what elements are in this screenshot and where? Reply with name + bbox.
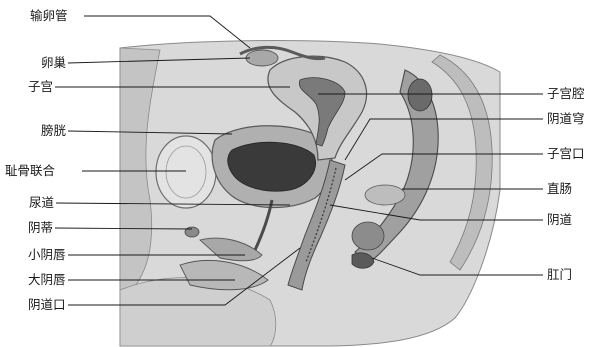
label-uterine-cavity: 子宫腔 [547, 86, 585, 101]
label-cervical-os: 子宫口 [547, 146, 585, 161]
label-fallopian-tube: 输卵管 [30, 8, 68, 23]
label-ovary: 卵巢 [41, 55, 67, 70]
label-vagina: 阴道 [547, 212, 573, 227]
anatomy-illustration [120, 41, 500, 346]
label-labia-minora: 小阴唇 [28, 247, 66, 262]
label-labia-majora: 大阴唇 [28, 272, 66, 287]
ovary-shape [246, 50, 278, 66]
pubic-symphysis-shape [156, 136, 216, 208]
label-clitoris: 阴蒂 [28, 220, 53, 235]
label-anus: 肛门 [547, 267, 572, 282]
label-uterus: 子宫 [28, 79, 53, 94]
label-pubic-symphysis: 耻骨联合 [5, 163, 56, 178]
label-bladder: 膀胱 [41, 123, 67, 138]
label-urethra: 尿道 [29, 195, 55, 210]
label-rectum: 直肠 [547, 181, 572, 196]
label-vaginal-orifice: 阴道口 [28, 297, 66, 312]
label-vaginal-fornix: 阴道穹 [547, 111, 585, 126]
